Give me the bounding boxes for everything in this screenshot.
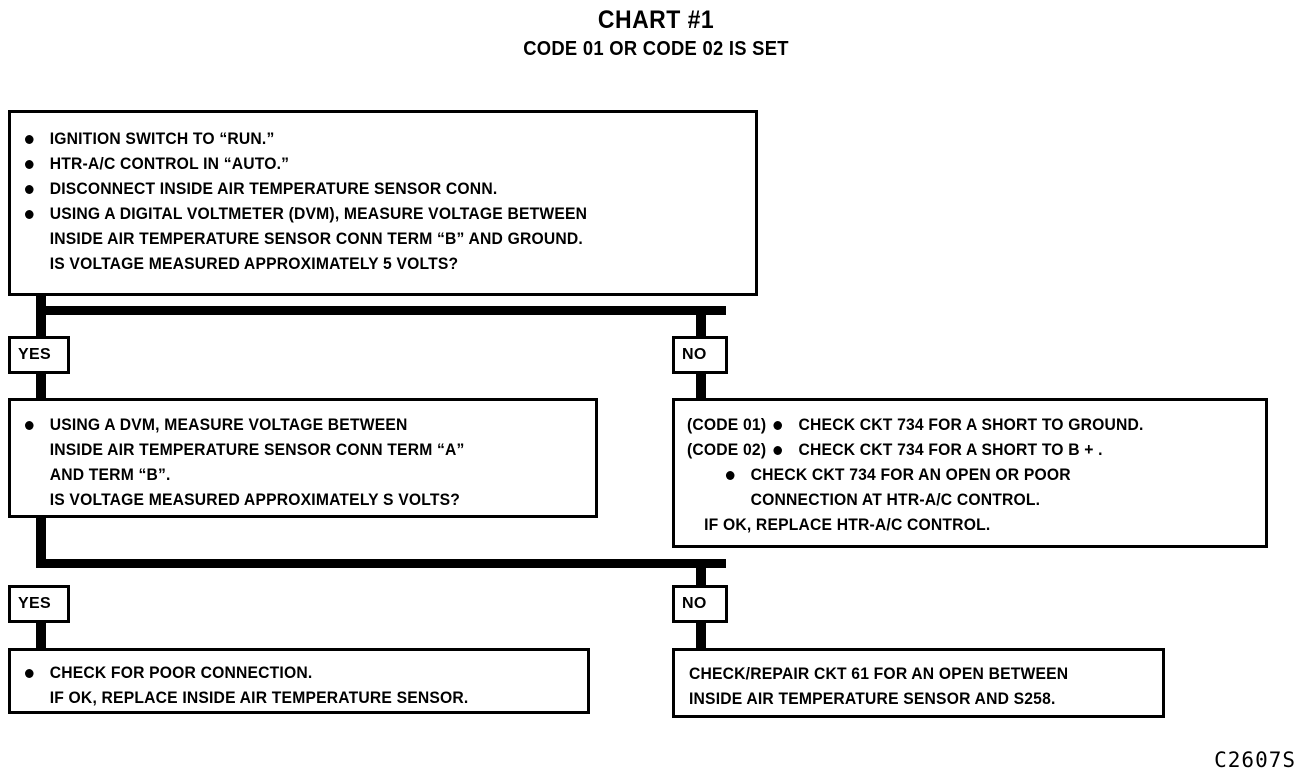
no-label-1: NO [672, 336, 728, 374]
box-line: IS VOLTAGE MEASURED APPROXIMATELY S VOLT… [49, 491, 461, 509]
yes-label-1: YES [8, 336, 70, 374]
connector-step2-down [36, 516, 46, 568]
no-text: NO [682, 595, 707, 612]
yes-label-2: YES [8, 585, 70, 623]
no-label-2: NO [672, 585, 728, 623]
connector-row2-horizontal [36, 559, 726, 568]
connector-step1-down [36, 293, 46, 338]
box-line: IF OK, REPLACE INSIDE AIR TEMPERATURE SE… [49, 689, 469, 707]
connector-no1-down [696, 370, 706, 398]
poor-connection-box: CHECK FOR POOR CONNECTION. IF OK, REPLAC… [8, 648, 590, 714]
yes-text: YES [18, 595, 51, 612]
ckt-61-repair-box: CHECK/REPAIR CKT 61 FOR AN OPEN BETWEEN … [672, 648, 1165, 718]
box-line: CHECK FOR POOR CONNECTION. [25, 661, 572, 686]
box-line: INSIDE AIR TEMPERATURE SENSOR CONN TERM … [49, 230, 583, 248]
box-line: (CODE 02) CHECK CKT 734 FOR A SHORT TO B… [687, 438, 1248, 463]
bullet-icon [25, 185, 34, 194]
connector-no2-down [696, 620, 706, 650]
bullet-icon [25, 210, 34, 219]
yes-text: YES [18, 346, 51, 363]
box-line: CHECK CKT 734 FOR AN OPEN OR POOR [687, 463, 1248, 488]
box-line: IS VOLTAGE MEASURED APPROXIMATELY 5 VOLT… [49, 255, 459, 273]
code-tag: (CODE 01) [687, 416, 767, 434]
box-line: CONNECTION AT HTR-A/C CONTROL. [750, 491, 1041, 509]
page-title: CHART #1 [597, 6, 715, 34]
bullet-icon [25, 669, 34, 678]
no-text: NO [682, 346, 707, 363]
bullet-icon [25, 421, 34, 430]
box-line: HTR-A/C CONTROL IN “AUTO.” [25, 152, 732, 177]
box-line: INSIDE AIR TEMPERATURE SENSOR AND S258. [689, 690, 1056, 708]
box-line: IGNITION SWITCH TO “RUN.” [25, 127, 732, 152]
connector-row1-horizontal [36, 306, 726, 315]
measure-term-a-to-b-box: USING A DVM, MEASURE VOLTAGE BETWEEN INS… [8, 398, 598, 518]
box-line: INSIDE AIR TEMPERATURE SENSOR CONN TERM … [49, 441, 465, 459]
connector-row1-no-down [696, 306, 706, 338]
bullet-icon [25, 160, 34, 169]
box-line: USING A DIGITAL VOLTMETER (DVM), MEASURE… [25, 202, 732, 227]
page-subtitle: CODE 01 OR CODE 02 IS SET [523, 38, 789, 60]
box-line: USING A DVM, MEASURE VOLTAGE BETWEEN [25, 413, 580, 438]
bullet-icon [725, 471, 735, 480]
chart-reference-code: C2607S [1214, 748, 1296, 772]
bullet-icon [25, 135, 34, 144]
connector-row2-no-down [696, 559, 706, 585]
connector-yes2-down [36, 620, 46, 650]
ckt-734-checks-box: (CODE 01) CHECK CKT 734 FOR A SHORT TO G… [672, 398, 1268, 548]
code-tag: (CODE 02) [687, 441, 767, 459]
connector-yes1-down [36, 370, 46, 398]
box-line: DISCONNECT INSIDE AIR TEMPERATURE SENSOR… [25, 177, 732, 202]
box-line: AND TERM “B”. [49, 466, 171, 484]
bullet-icon [773, 446, 783, 455]
box-line: CHECK/REPAIR CKT 61 FOR AN OPEN BETWEEN [689, 665, 1069, 683]
initial-conditions-box: IGNITION SWITCH TO “RUN.” HTR-A/C CONTRO… [8, 110, 758, 296]
box-line: (CODE 01) CHECK CKT 734 FOR A SHORT TO G… [687, 413, 1248, 438]
box-line: IF OK, REPLACE HTR-A/C CONTROL. [704, 516, 991, 534]
bullet-icon [773, 421, 783, 430]
